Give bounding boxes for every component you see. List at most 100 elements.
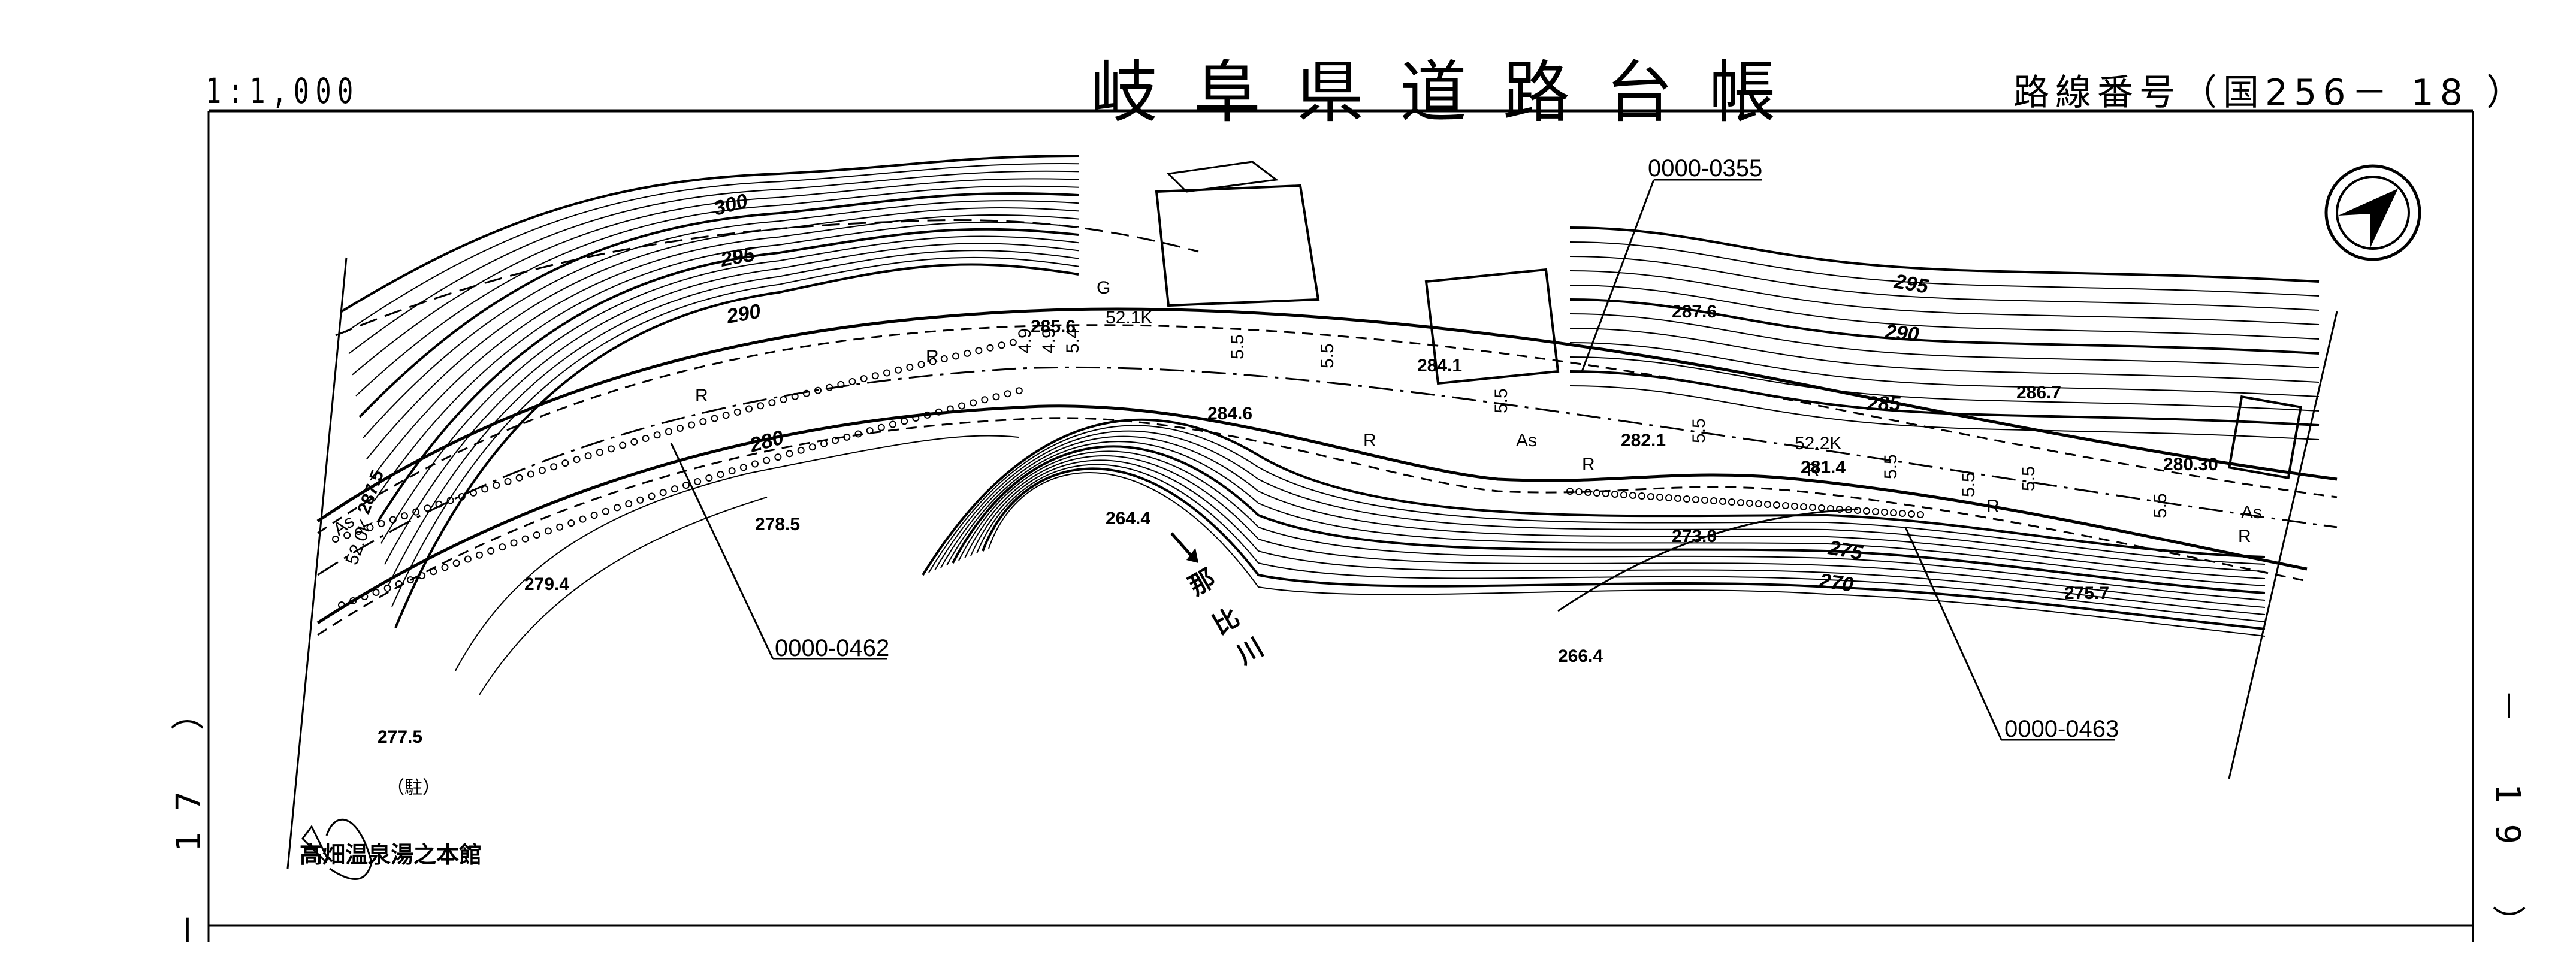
sheet-frame xyxy=(207,109,2474,942)
embankment-mark xyxy=(561,459,569,467)
embankment-mark xyxy=(527,470,534,478)
embankment-mark xyxy=(854,430,862,438)
embankment-mark xyxy=(1566,488,1574,495)
road-edge-north xyxy=(316,307,2338,523)
chainage-label: 52.2K xyxy=(1795,434,1841,453)
match-lines xyxy=(286,257,2338,869)
building-roof xyxy=(1166,161,1279,193)
embankment-mark xyxy=(820,440,828,447)
embankment-mark xyxy=(722,412,730,419)
embankment-mark xyxy=(499,543,506,551)
embankment-mark xyxy=(733,408,741,416)
embankment-mark xyxy=(780,395,787,403)
building-tank xyxy=(2228,395,2302,480)
embankment-mark xyxy=(739,464,747,471)
embankment-mark xyxy=(901,418,908,425)
embankment-mark xyxy=(923,411,931,419)
embankment-mark xyxy=(1881,509,1888,516)
embankment-mark xyxy=(366,524,374,531)
road-centerline xyxy=(317,366,2338,576)
building-label: 高畑温泉湯之本館 xyxy=(300,843,482,868)
contour-line xyxy=(388,250,1079,586)
embankment-mark xyxy=(802,389,810,397)
embankment-mark xyxy=(797,446,805,454)
embankment-mark xyxy=(986,344,994,352)
embankment-mark xyxy=(917,361,925,368)
embankment-mark xyxy=(958,402,965,410)
contour-line xyxy=(1557,508,1858,612)
contour-line xyxy=(958,450,2266,601)
embankment-mark xyxy=(412,508,420,516)
embankment-mark xyxy=(510,539,518,547)
embankment-mark xyxy=(688,421,696,429)
embankment-mark xyxy=(1665,494,1672,501)
embankment-mark xyxy=(1890,509,1897,516)
embankment-mark xyxy=(401,512,408,520)
embankment-mark xyxy=(1908,510,1915,518)
embankment-mark xyxy=(567,519,575,527)
embankment-mark xyxy=(343,531,351,539)
embankment-mark xyxy=(1683,495,1690,503)
spot-elevation: 279.4 xyxy=(524,574,569,594)
road xyxy=(316,307,2338,636)
embankment-mark xyxy=(699,418,707,426)
embankment-mark xyxy=(596,449,603,456)
contour-line xyxy=(373,221,1079,502)
embankment-mark xyxy=(992,393,1000,401)
embankment-mark xyxy=(1701,497,1708,504)
scale-label: 1:1,000 xyxy=(206,71,360,111)
embankment-mark xyxy=(1872,508,1879,515)
feature-symbol: R xyxy=(1986,497,2000,516)
contour-line xyxy=(384,243,1079,565)
embankment-mark xyxy=(355,528,363,536)
embankment-mark xyxy=(1611,491,1618,498)
embankment-mark xyxy=(1710,497,1717,504)
embankment-mark xyxy=(1015,387,1023,395)
embankment-mark xyxy=(378,520,385,528)
embankment-mark xyxy=(441,564,449,571)
embankment-mark xyxy=(1863,507,1870,515)
embankment-mark xyxy=(1773,501,1780,509)
river-name-char: 比 xyxy=(1208,603,1244,640)
surface-label: As xyxy=(1516,431,1537,450)
embankment-mark xyxy=(832,437,839,444)
embankment-mark xyxy=(1737,499,1744,506)
contour-line xyxy=(1569,313,2320,368)
embankment-mark xyxy=(940,355,948,363)
contour-line xyxy=(1569,356,2320,412)
contour-line xyxy=(1569,256,2320,311)
spot-elevation: 286.7 xyxy=(2016,383,2061,403)
spot-elevation: 277.5 xyxy=(378,727,422,747)
embankment-mark xyxy=(338,601,345,609)
embankment-mark xyxy=(332,536,339,543)
embankment-mark xyxy=(1656,494,1663,501)
road-width: 5.5 xyxy=(2151,493,2170,518)
ref-number-0463: 0000-0463 xyxy=(2004,716,2119,742)
embankment-mark xyxy=(349,597,357,605)
spot-elevation: 280.30 xyxy=(2163,455,2218,474)
contour-line xyxy=(370,214,1079,481)
embankment-mark xyxy=(493,482,500,489)
contour-line xyxy=(970,459,2266,615)
contour-line xyxy=(355,185,1079,397)
embankment-mark xyxy=(579,515,587,523)
embankment-mark xyxy=(648,492,656,500)
river-name-char: 那 xyxy=(1184,564,1220,601)
buildings xyxy=(1155,161,2302,480)
leader-lines xyxy=(670,179,2115,741)
embankment-mark xyxy=(1791,503,1798,510)
map-title: 岐阜県道路台帳 xyxy=(1091,54,1812,132)
contour-line xyxy=(976,464,2266,622)
embankment-mark xyxy=(533,531,540,539)
contour-line xyxy=(1569,285,2320,340)
contour-line xyxy=(1569,385,2320,440)
embankment-mark xyxy=(1009,338,1017,346)
contour-label: 270 xyxy=(1817,569,1855,597)
embankment-mark xyxy=(848,377,856,385)
embankment-mark xyxy=(476,551,483,559)
road-width: 5.4 xyxy=(1063,328,1083,353)
contour-line xyxy=(1569,370,2320,426)
embankment-mark xyxy=(487,547,495,555)
embankment-mark xyxy=(998,341,1005,349)
road-width: 4.9 xyxy=(1039,328,1059,353)
